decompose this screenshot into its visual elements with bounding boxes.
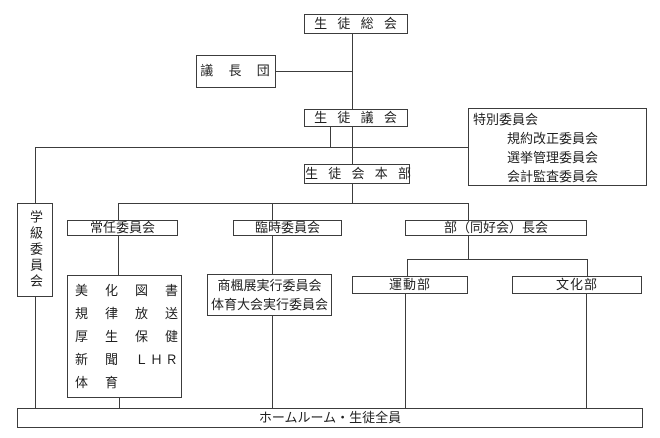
node-adhoc-committees: 臨時委員会 bbox=[233, 220, 342, 236]
standing-committee-row: 美 化 図 書 bbox=[75, 283, 181, 298]
connector-undobu-drop bbox=[407, 259, 408, 276]
standing-committee-row: 体 育 bbox=[75, 375, 121, 390]
connector-committee-row bbox=[118, 203, 468, 204]
node-class-committee: 学級委員会 bbox=[17, 203, 53, 297]
special-committees-title: 特別委員会 bbox=[473, 112, 539, 127]
connector-gakkyu-homeroom bbox=[35, 297, 36, 408]
connector-sokai-gikai bbox=[352, 34, 353, 109]
connector-jonin-sub-drop bbox=[118, 236, 119, 275]
connector-bunkabu-drop bbox=[587, 259, 588, 276]
special-committee-item: 選挙管理委員会 bbox=[507, 150, 599, 165]
node-student-assembly: 生 徒 議 会 bbox=[304, 109, 408, 127]
connector-bunkabu-homeroom bbox=[586, 294, 587, 408]
connector-gikai-drop-left bbox=[330, 127, 331, 147]
connector-gikai-row bbox=[35, 147, 468, 148]
connector-clubs-row bbox=[407, 259, 587, 260]
special-committee-item: 規約改正委員会 bbox=[507, 131, 599, 146]
node-culture-clubs: 文化部 bbox=[512, 276, 642, 294]
connector-honbu-drop bbox=[352, 184, 353, 203]
node-standing-committees: 常任委員会 bbox=[67, 220, 178, 236]
standing-committee-row: 新 聞 ＬＨＲ bbox=[75, 352, 181, 367]
connector-bucho-drop bbox=[468, 203, 469, 220]
node-chairpersons-group: 議 長 団 bbox=[196, 55, 276, 88]
node-club-leaders-council: 部（同好会）長会 bbox=[405, 220, 587, 236]
standing-committee-row: 厚 生 保 健 bbox=[75, 329, 181, 344]
connector-rinji-sub-drop bbox=[272, 236, 273, 274]
special-committee-item: 会計監査委員会 bbox=[507, 169, 599, 184]
node-adhoc-committee-list: 商楓展実行委員会 体育大会実行委員会 bbox=[207, 274, 332, 316]
node-sports-clubs: 運動部 bbox=[352, 276, 468, 294]
connector-jonin-drop bbox=[118, 203, 119, 220]
connector-undobu-homeroom bbox=[405, 294, 406, 408]
connector-gikai-honbu bbox=[352, 127, 353, 164]
node-homeroom-all-students: ホームルーム・生徒全員 bbox=[17, 408, 643, 428]
standing-committee-row: 規 律 放 送 bbox=[75, 306, 181, 321]
connector-rinji-drop bbox=[272, 203, 273, 220]
adhoc-committee-row: 体育大会実行委員会 bbox=[210, 297, 328, 312]
connector-gakkyu-drop bbox=[35, 147, 36, 203]
node-special-committees: 特別委員会 規約改正委員会 選挙管理委員会 会計監査委員会 bbox=[468, 108, 647, 186]
node-student-general-assembly: 生 徒 総 会 bbox=[304, 14, 408, 34]
node-student-council-hq: 生 徒 会 本 部 bbox=[304, 164, 411, 184]
node-standing-committee-list: 美 化 図 書 規 律 放 送 厚 生 保 健 新 聞 ＬＨＲ 体 育 bbox=[67, 275, 182, 398]
connector-rinjisub-homeroom bbox=[272, 316, 273, 408]
adhoc-committee-row: 商楓展実行委員会 bbox=[217, 278, 322, 293]
connector-bucho-sub-drop bbox=[468, 236, 469, 259]
connector-gichodan-branch bbox=[276, 71, 352, 72]
connector-joninsub-homeroom bbox=[119, 398, 120, 408]
